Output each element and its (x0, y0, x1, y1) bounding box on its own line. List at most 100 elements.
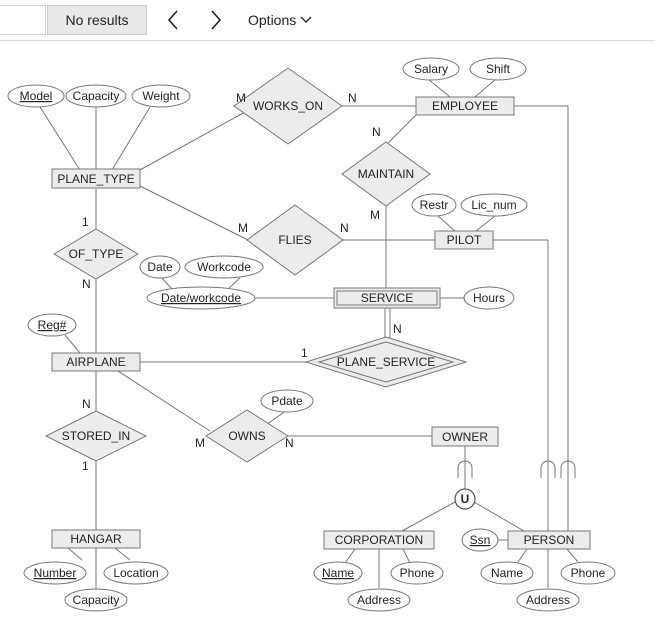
previous-button[interactable] (158, 6, 188, 34)
card-of-type-top: 1 (82, 215, 89, 229)
card-maintain-bottom: M (370, 208, 380, 222)
search-input[interactable] (0, 5, 46, 35)
toolbar: No results Options (0, 0, 655, 41)
attribute-location: Location (103, 561, 169, 585)
attribute-salary: Salary (402, 57, 460, 81)
connector-lines (39, 78, 579, 589)
er-diagram: Model Capacity Weight Salary Shift Restr… (7, 57, 616, 612)
svg-text:Pdate: Pdate (271, 394, 303, 408)
svg-text:CORPORATION: CORPORATION (335, 533, 423, 547)
attribute-ssn: Ssn (461, 528, 499, 552)
attribute-date-workcode: Date/workcode (146, 286, 256, 310)
svg-text:OF_TYPE: OF_TYPE (69, 247, 124, 261)
relationship-plane-service: PLANE_SERVICE (304, 336, 468, 388)
cardinality-labels: M N N M M N 1 N 1 N N 1 M N (82, 91, 402, 473)
card-owns-left: M (195, 436, 205, 450)
card-works-on-right: N (348, 91, 357, 105)
chevron-left-icon (167, 10, 178, 30)
attribute-person-name: Name (480, 561, 534, 585)
card-plane-service-left: 1 (301, 346, 308, 360)
svg-text:EMPLOYEE: EMPLOYEE (432, 99, 498, 113)
attribute-workcode: Workcode (184, 255, 264, 279)
svg-text:PLANE_SERVICE: PLANE_SERVICE (337, 355, 436, 369)
card-stored-in-top: N (82, 397, 91, 411)
attribute-corp-phone: Phone (390, 561, 444, 585)
entity-owner: OWNER (431, 426, 499, 447)
svg-text:OWNS: OWNS (228, 429, 265, 443)
svg-text:Phone: Phone (400, 566, 435, 580)
card-owns-right: N (285, 436, 294, 450)
svg-text:Location: Location (113, 566, 158, 580)
svg-text:Address: Address (526, 593, 570, 607)
relationship-of-type: OF_TYPE (53, 228, 139, 280)
attribute-person-phone: Phone (560, 561, 616, 585)
chevron-down-icon (300, 16, 312, 23)
entity-employee: EMPLOYEE (415, 96, 515, 116)
svg-text:HANGAR: HANGAR (70, 532, 122, 546)
attribute-shift: Shift (469, 57, 527, 81)
attribute-hangar-capacity: Capacity (64, 588, 128, 612)
svg-text:PLANE_TYPE: PLANE_TYPE (57, 172, 134, 186)
svg-text:MAINTAIN: MAINTAIN (358, 167, 414, 181)
svg-text:PILOT: PILOT (447, 233, 482, 247)
svg-text:FLIES: FLIES (278, 233, 311, 247)
svg-text:Restr: Restr (420, 198, 449, 212)
subset-symbols (457, 460, 576, 478)
svg-text:Ssn: Ssn (470, 533, 491, 547)
card-plane-service-top: N (393, 322, 402, 336)
svg-text:AIRPLANE: AIRPLANE (66, 355, 125, 369)
relationship-flies: FLIES (246, 204, 344, 276)
svg-text:Model: Model (20, 89, 53, 103)
svg-text:Reg#: Reg# (38, 318, 67, 332)
svg-text:Capacity: Capacity (73, 89, 120, 103)
attribute-date: Date (139, 255, 181, 279)
svg-text:STORED_IN: STORED_IN (62, 429, 130, 443)
relationship-maintain: MAINTAIN (341, 141, 431, 207)
attribute-hours: Hours (463, 286, 515, 310)
svg-text:Hours: Hours (473, 291, 505, 305)
attribute-reg-num: Reg# (27, 313, 77, 337)
attribute-weight: Weight (131, 84, 191, 108)
svg-text:SERVICE: SERVICE (361, 291, 413, 305)
svg-text:Capacity: Capacity (73, 593, 120, 607)
attribute-lic-num: Lic_num (460, 193, 528, 217)
svg-text:Name: Name (491, 566, 523, 580)
svg-text:Lic_num: Lic_num (471, 198, 516, 212)
card-flies-right: N (340, 221, 349, 235)
entity-hangar: HANGAR (51, 529, 141, 549)
union-circle: U (454, 488, 476, 510)
card-flies-left: M (238, 221, 248, 235)
svg-text:WORKS_ON: WORKS_ON (253, 99, 323, 113)
attribute-restr: Restr (411, 193, 457, 217)
attribute-corp-name: Name (313, 561, 363, 585)
svg-text:Date/workcode: Date/workcode (161, 291, 241, 305)
svg-text:Address: Address (357, 593, 401, 607)
results-count: No results (47, 5, 147, 35)
relationship-works-on: WORKS_ON (233, 67, 343, 145)
svg-text:Workcode: Workcode (197, 260, 251, 274)
svg-text:Phone: Phone (571, 566, 606, 580)
svg-text:Name: Name (322, 566, 354, 580)
svg-text:PERSON: PERSON (524, 533, 575, 547)
relationship-owns: OWNS (205, 409, 289, 463)
svg-text:U: U (461, 492, 470, 506)
svg-text:Number: Number (34, 566, 77, 580)
attribute-model: Model (7, 84, 65, 108)
attribute-person-address: Address (516, 588, 580, 612)
options-button[interactable]: Options (248, 6, 312, 34)
attribute-capacity: Capacity (65, 84, 127, 108)
svg-text:Date: Date (147, 260, 173, 274)
next-button[interactable] (201, 6, 231, 34)
entity-airplane: AIRPLANE (51, 352, 141, 372)
entity-pilot: PILOT (434, 230, 494, 250)
attribute-corp-address: Address (347, 588, 411, 612)
svg-text:Shift: Shift (486, 62, 511, 76)
options-label: Options (248, 12, 297, 28)
svg-text:Weight: Weight (142, 89, 180, 103)
entity-person: PERSON (507, 530, 591, 550)
attribute-pdate: Pdate (260, 389, 314, 413)
attribute-number: Number (23, 561, 87, 585)
relationship-stored-in: STORED_IN (44, 410, 148, 462)
entity-corporation: CORPORATION (323, 530, 435, 550)
entity-service: SERVICE (333, 287, 441, 309)
